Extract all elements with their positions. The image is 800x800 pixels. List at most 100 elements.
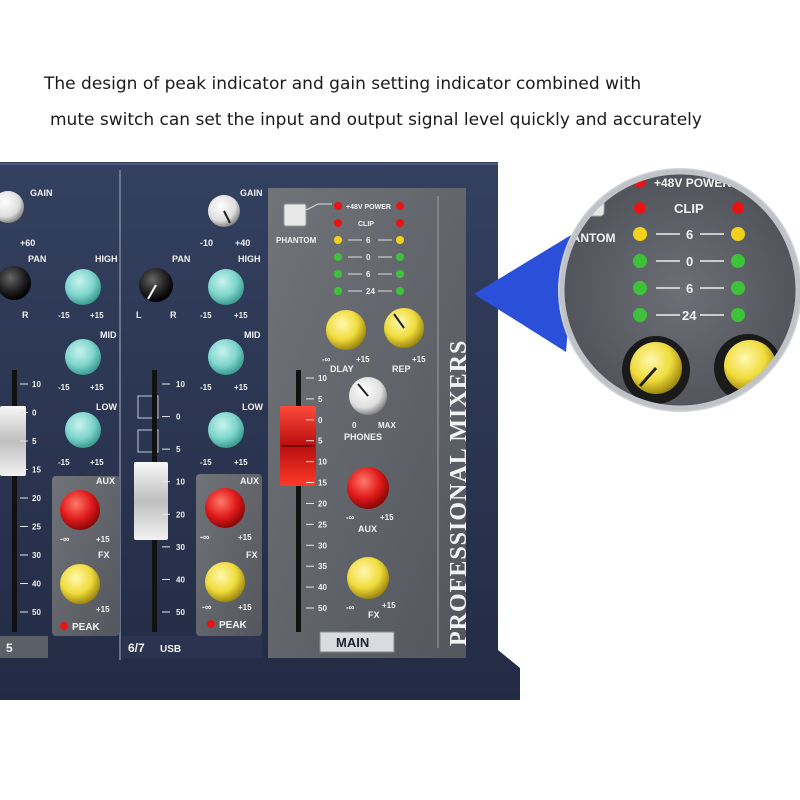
meter-led [334,287,342,295]
fx-knob[interactable] [205,562,245,602]
scale-label: 30 [32,551,41,560]
meter-led [334,236,342,244]
scale-label: 30 [176,543,185,552]
fader-cap[interactable] [0,406,26,476]
scale-label: 35 [318,562,327,571]
eq-min: -15 [200,458,212,467]
zoom-level-label: 0 [686,254,693,269]
scale-label: 25 [32,523,41,532]
zoom-level-led [731,281,745,295]
phones-label: PHONES [344,432,382,442]
aux-knob[interactable] [205,488,245,528]
meter-led [396,202,404,210]
meter-label: 0 [366,253,371,262]
peak-led [60,622,68,630]
zoom-level-label: 6 [686,227,693,242]
fx-max: +15 [238,603,252,612]
peak-led [207,620,215,628]
meter-label: 24 [366,287,375,296]
channel-67: GAIN -10 +40 PAN L R HIGH -15 +15 MID -1… [128,188,263,655]
scale-label: 20 [176,510,185,519]
gain-label: GAIN [240,188,263,198]
scale-label: 20 [318,499,327,508]
eq-min: -15 [200,383,212,392]
scale-label: 5 [318,437,323,446]
scale-label: 15 [318,479,327,488]
scale-label: 0 [176,413,181,422]
scale-label: 5 [32,437,37,446]
mid-eq-knob[interactable] [65,339,101,375]
dlay-label: DLAY [330,364,354,374]
phantom-label: PHANTOM [276,236,317,245]
eq-max: +15 [234,311,248,320]
gain-knob[interactable] [0,191,24,223]
gain-min: -10 [200,238,213,248]
main-aux-knob[interactable] [347,467,389,509]
rep-label: REP [392,364,411,374]
meter-label: 6 [366,270,371,279]
main-aux-max: +15 [380,513,394,522]
gain-label: GAIN [30,188,53,198]
low-label: LOW [96,402,117,412]
aux-label: AUX [240,476,259,486]
main-fx-label: FX [368,610,380,620]
rep-max: +15 [412,355,426,364]
zoom-power-label: +48V POWER [654,176,731,190]
aux-label: AUX [96,476,115,486]
low-eq-knob[interactable] [65,412,101,448]
fx-label: FX [98,550,110,560]
zoom-level-led [633,227,647,241]
zoom-clip-led [634,202,646,214]
pan-r: R [170,310,177,320]
scale-label: 15 [32,466,41,475]
phones-min: 0 [352,421,357,430]
eq-max: +15 [90,458,104,467]
fader-cap[interactable] [134,462,168,540]
meter-led [334,202,342,210]
fader-track [12,370,17,632]
zoom-level-led [633,254,647,268]
fx-max: +15 [96,605,110,614]
aux-max: +15 [238,533,252,542]
aux-min: -∞ [200,532,210,542]
mid-eq-knob[interactable] [208,339,244,375]
meter-led [396,236,404,244]
usb-label: USB [160,644,181,655]
caption-line-2: mute switch can set the input and output… [50,110,702,130]
meter-led [396,287,404,295]
dlay-knob[interactable] [326,310,366,350]
main-label: MAIN [336,635,369,650]
channel-number: 5 [6,641,13,655]
pan-knob[interactable] [0,266,31,300]
dlay-max: +15 [356,355,370,364]
fx-knob[interactable] [60,564,100,604]
meter-led [396,270,404,278]
eq-min: -15 [58,458,70,467]
eq-max: +15 [234,383,248,392]
zoom-level-label: 6 [686,281,693,296]
high-eq-knob[interactable] [65,269,101,305]
scale-label: 5 [176,445,181,454]
high-eq-knob[interactable] [208,269,244,305]
low-eq-knob[interactable] [208,412,244,448]
channel-number: 6/7 [128,641,145,655]
scale-label: 0 [32,409,37,418]
pan-l: L [136,310,142,320]
scale-label: 20 [32,494,41,503]
channel-left: GAIN +60 PAN R HIGH -15 +15 MID -15 +15 … [0,188,120,655]
phantom-switch[interactable] [283,203,307,227]
meter-led [396,219,404,227]
main-fx-min: -∞ [346,603,355,612]
main-fx-knob[interactable] [347,557,389,599]
scale-label: 25 [318,520,327,529]
main-aux-label: AUX [358,524,377,534]
eq-max: +15 [90,383,104,392]
aux-knob[interactable] [60,490,100,530]
eq-min: -15 [58,311,70,320]
pan-label: PAN [28,254,46,264]
main-fx-max: +15 [382,601,396,610]
